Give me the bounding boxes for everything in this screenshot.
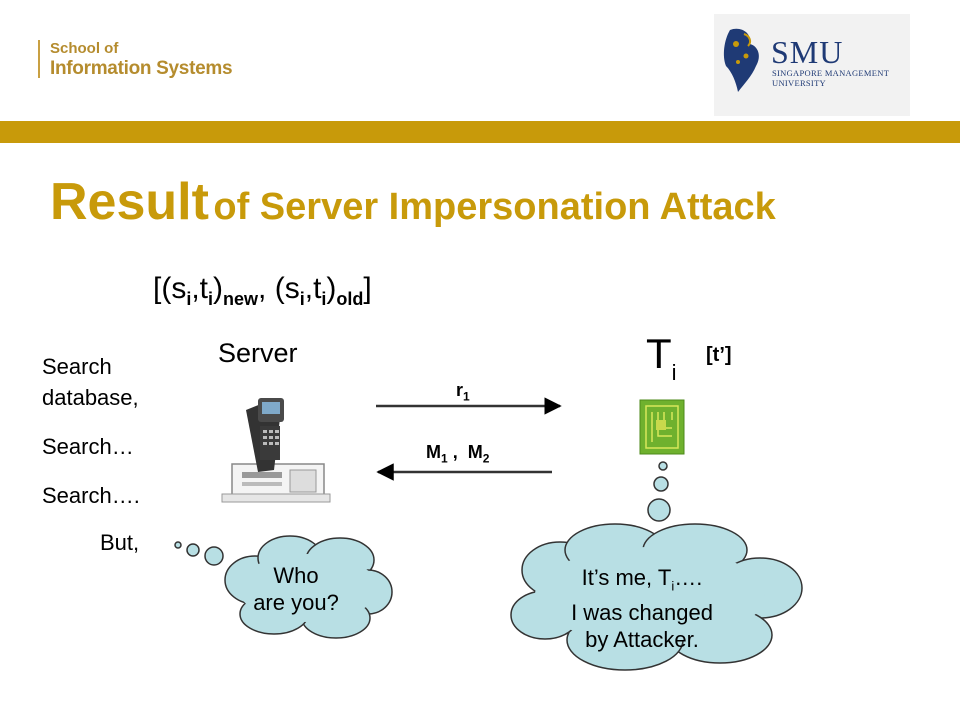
note-database: database, <box>42 385 139 410</box>
server-reader-icon <box>221 398 331 503</box>
slide-title: Result of Server Impersonation Attack <box>50 172 776 232</box>
tag-thought-text: It’s me, Ti…. I was changed by Attacker. <box>571 565 713 653</box>
note-search-3: Search…. <box>42 483 140 508</box>
server-thought-dots <box>174 541 224 566</box>
message-m1-m2-label: M1 , M2 <box>426 442 490 466</box>
school-name-line1: School of <box>50 40 119 57</box>
header-divider <box>38 40 40 78</box>
smu-logo-subtitle: SINGAPORE MANAGEMENT UNIVERSITY <box>772 68 890 88</box>
smu-lion-icon <box>723 28 759 92</box>
server-label: Server <box>218 338 298 368</box>
tag-key-label: [t’] <box>706 344 732 366</box>
note-search-2: Search… <box>42 434 134 459</box>
server-thought-cloud <box>224 535 393 639</box>
header-band <box>0 121 960 143</box>
rfid-tag-icon <box>639 399 685 455</box>
tag-thought-cloud <box>510 523 803 671</box>
note-but: But, <box>100 530 140 555</box>
tag-thought-dots <box>647 461 671 522</box>
tag-label: Ti <box>646 330 677 385</box>
slide-title-rest: of Server Impersonation Attack <box>213 186 776 228</box>
slide-title-main: Result <box>50 173 209 231</box>
server-thought-text: Who are you? <box>253 563 339 615</box>
server-record-formula: [(si,ti)new, (si,ti)old] <box>153 272 372 309</box>
smu-logo-name: SMU <box>771 34 844 70</box>
school-name-line2: Information Systems <box>50 58 233 79</box>
message-r1-label: r1 <box>456 380 470 404</box>
note-search: Search <box>42 354 112 379</box>
